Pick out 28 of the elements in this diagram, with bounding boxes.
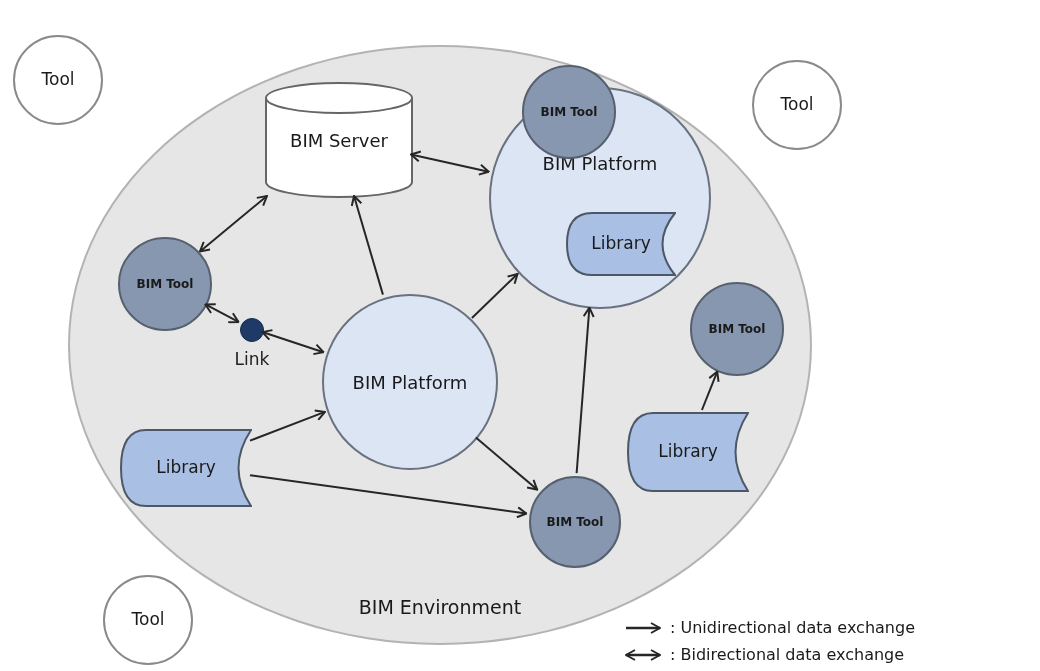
node-label: BIM Platform — [352, 370, 468, 395]
arrow — [700, 370, 720, 411]
arrow — [410, 150, 490, 176]
node-label: BIM Tool — [136, 276, 194, 293]
node-label: Library — [591, 232, 651, 256]
node-caption: Link — [234, 348, 270, 371]
arrow — [261, 329, 325, 356]
node-label: Tool — [41, 68, 75, 92]
node-label: BIM Platform — [542, 151, 658, 176]
arrow — [249, 474, 528, 519]
node-label: BIM Server — [290, 128, 388, 153]
arrow — [474, 436, 539, 491]
node-label: BIM Tool — [540, 104, 598, 121]
arrow — [249, 409, 326, 442]
node-label: Tool — [131, 608, 165, 632]
arrow — [575, 306, 595, 475]
node-label: Library — [156, 456, 216, 480]
arrow — [350, 195, 384, 296]
node-label: BIM Tool — [708, 321, 766, 338]
node-label: Tool — [780, 93, 814, 117]
legend-text: : Bidirectional data exchange — [670, 644, 905, 666]
legend-text: : Unidirectional data exchange — [670, 617, 915, 639]
arrow — [470, 272, 519, 320]
arrow — [199, 195, 268, 253]
node-label: BIM Environment — [358, 594, 522, 620]
node-label: Library — [658, 440, 718, 464]
node-label: BIM Tool — [546, 514, 604, 531]
arrow — [204, 303, 240, 324]
